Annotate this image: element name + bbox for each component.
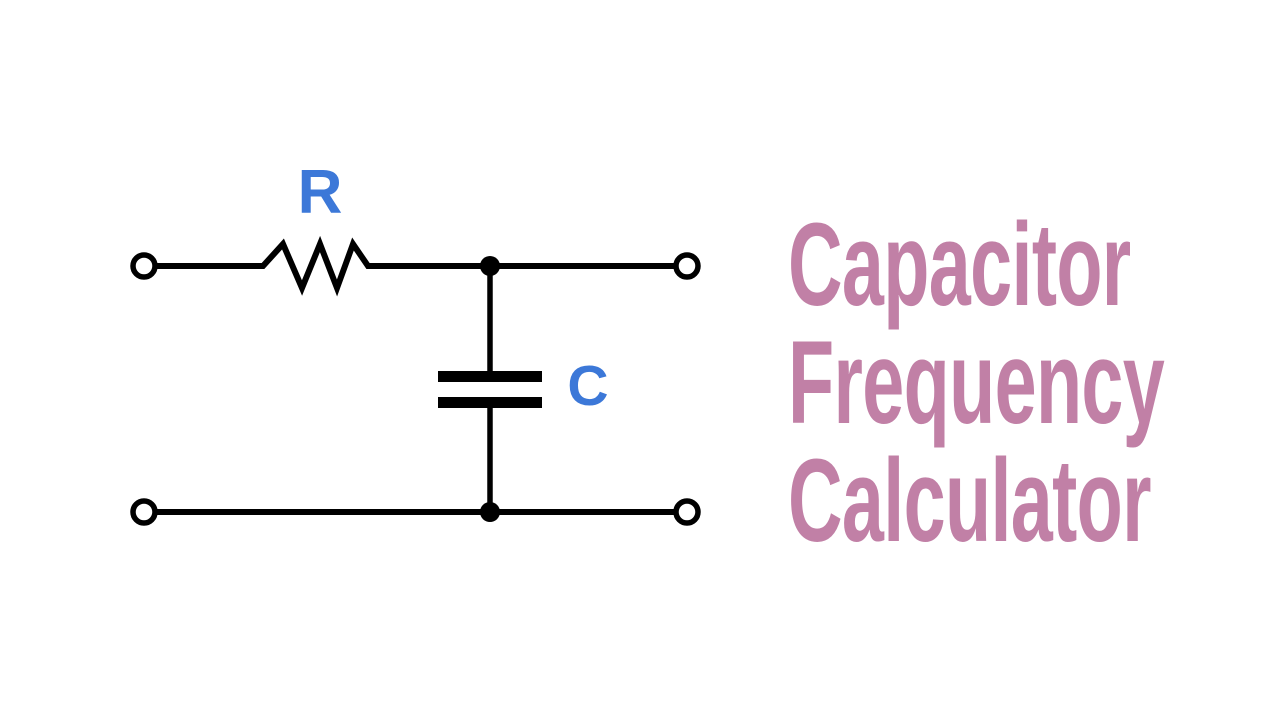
terminal-top-left bbox=[130, 252, 158, 280]
terminal-bottom-right bbox=[673, 498, 701, 526]
terminal-bottom-left bbox=[130, 498, 158, 526]
terminal-top-right bbox=[673, 252, 701, 280]
title-line-1: Capacitor bbox=[788, 199, 1131, 331]
resistor-label: R bbox=[297, 158, 343, 227]
title-line-3: Calculator bbox=[788, 435, 1152, 567]
junction-dot-bottom bbox=[480, 502, 500, 522]
title-line-2: Frequency bbox=[788, 317, 1165, 449]
capacitor-top-plate bbox=[438, 371, 542, 382]
top-rail-wire-and-resistor-symbol bbox=[154, 235, 679, 297]
junction-dot-top bbox=[480, 256, 500, 276]
capacitor-label: C bbox=[567, 354, 609, 418]
capacitor-bottom-plate bbox=[438, 397, 542, 408]
page-title: Capacitor Frequency Calculator bbox=[788, 199, 1165, 567]
